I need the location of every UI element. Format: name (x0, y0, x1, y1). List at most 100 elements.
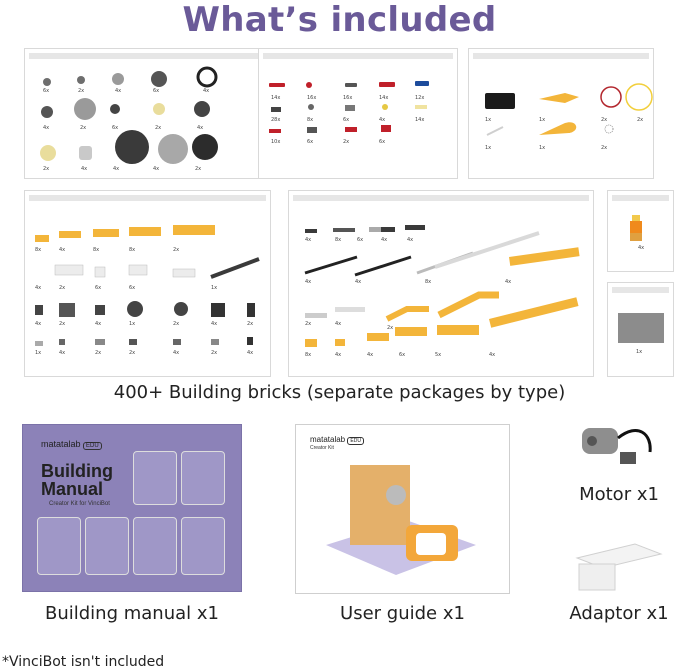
pins-panel: 14x 16x 16x 14x 12x 28x 8x 6x 4x 14x 10x… (258, 48, 458, 179)
count-label: 4x (173, 350, 179, 356)
panel-header-bar (293, 195, 589, 201)
tire-ring (196, 66, 218, 88)
count-label: 6x (153, 88, 159, 94)
beam-parts (304, 225, 580, 347)
count-label: 8x (305, 352, 311, 358)
manual-thumbnail (37, 517, 81, 575)
plates-panel: 8x 4x 8x 8x 2x 4x 2x 6x 6x 1x 4x 2x 4x 1… (24, 190, 271, 377)
bricks-caption: 400+ Building bricks (separate packages … (113, 382, 566, 403)
count-label: 2x (343, 139, 349, 145)
count-label: 2x (80, 125, 86, 131)
panel-header-bar (29, 195, 266, 201)
count-label: 6x (43, 88, 49, 94)
count-label: 4x (355, 279, 361, 285)
count-labels: 1x 1x 2x 2x 1x 1x 2x (485, 117, 643, 151)
count-label: 2x (59, 321, 65, 327)
panel-header-bar (612, 195, 669, 201)
count-labels: 4x 8x 6x 4x 4x 4x 4x 8x 4x 2x 4x 2x 8x 4… (305, 237, 511, 358)
minifigure (630, 215, 642, 241)
count-label: 4x (203, 88, 209, 94)
wheel-dark (192, 134, 218, 160)
count-label: 8x (335, 237, 341, 243)
count-label: 5x (435, 352, 441, 358)
guide-brand: matatalab EDU (310, 435, 364, 445)
manual-thumbnail (133, 517, 177, 575)
wheel-dark (115, 130, 149, 164)
count-label: 8x (35, 247, 41, 253)
count-label: 4x (379, 117, 385, 123)
guide-subtitle: Creator Kit (310, 445, 334, 451)
tools-illustration: 1x 1x 2x 2x 1x 1x 2x (485, 83, 653, 151)
count-label: 6x (379, 139, 385, 145)
count-label: 4x (43, 125, 49, 131)
count-label: 2x (95, 350, 101, 356)
manual-brand: matatalab EDU (41, 439, 102, 450)
count-label: 8x (93, 247, 99, 253)
count-label: 4x (638, 245, 644, 251)
count-label: 14x (271, 95, 280, 101)
building-manual: matatalab EDU Building Manual Creator Ki… (22, 424, 242, 592)
count-label: 1x (636, 349, 642, 355)
count-label: 4x (381, 237, 387, 243)
count-label: 6x (307, 139, 313, 145)
count-label: 4x (95, 321, 101, 327)
count-label: 4x (367, 352, 373, 358)
count-label: 4x (407, 237, 413, 243)
tool-parts (485, 83, 653, 136)
count-labels: 6x 2x 4x 6x 4x 4x 2x 6x 2x 4x 2x 4x 4x 4… (43, 88, 209, 172)
count-label: 2x (601, 117, 607, 123)
count-label: 2x (387, 325, 393, 331)
brand-badge: EDU (83, 442, 102, 450)
count-label: 2x (78, 88, 84, 94)
beams-panel: 4x 8x 6x 4x 4x 4x 4x 8x 4x 2x 4x 2x 8x 4… (288, 190, 594, 377)
count-label: 28x (271, 117, 280, 123)
count-label: 6x (399, 352, 405, 358)
count-label: 14x (415, 117, 424, 123)
count-label: 4x (113, 166, 119, 172)
hub (79, 146, 92, 160)
count-label: 6x (95, 285, 101, 291)
pins-illustration: 14x 16x 16x 14x 12x 28x 8x 6x 4x 14x 10x… (269, 81, 429, 145)
count-label: 6x (343, 117, 349, 123)
adaptor-image (575, 543, 663, 591)
count-label: 4x (335, 321, 341, 327)
count-label: 4x (247, 350, 253, 356)
beams-illustration: 4x 8x 6x 4x 4x 4x 4x 8x 4x 2x 4x 2x 8x 4… (304, 225, 580, 358)
count-label: 4x (305, 237, 311, 243)
count-label: 6x (112, 125, 118, 131)
count-label: 16x (307, 95, 316, 101)
manual-caption: Building manual x1 (45, 603, 219, 624)
user-guide: matatalab EDU Creator Kit (295, 424, 510, 594)
count-label: 12x (415, 95, 424, 101)
manual-subtitle: Creator Kit for VinciBot (49, 501, 110, 507)
panel-header-bar (29, 53, 262, 59)
count-label: 10x (271, 139, 280, 145)
count-label: 2x (155, 125, 161, 131)
count-label: 2x (129, 350, 135, 356)
manual-title-line2: Manual (41, 479, 104, 499)
count-label: 4x (35, 285, 41, 291)
count-label: 2x (173, 321, 179, 327)
brand-badge: EDU (347, 437, 364, 445)
gear-large (74, 98, 96, 120)
count-label: 1x (539, 145, 545, 151)
count-labels: 8x 4x 8x 8x 2x 4x 2x 6x 6x 1x 4x 2x 4x 1… (35, 247, 253, 356)
manual-thumbnail (133, 451, 177, 505)
figure-illustration: 4x (630, 215, 644, 251)
plate-parts (35, 225, 260, 346)
count-label: 4x (505, 279, 511, 285)
count-label: 2x (195, 166, 201, 172)
gear-medium (151, 71, 167, 87)
count-label: 4x (59, 247, 65, 253)
count-label: 1x (539, 117, 545, 123)
count-label: 4x (305, 279, 311, 285)
count-label: 4x (197, 125, 203, 131)
count-label: 4x (335, 352, 341, 358)
footnote: *VinciBot isn't included (2, 654, 165, 670)
gear-small (110, 104, 120, 114)
motor-image (582, 428, 652, 464)
baseplate (618, 313, 664, 343)
count-label: 2x (637, 117, 643, 123)
figure-panel: 4x (607, 190, 674, 272)
manual-thumbnail (181, 451, 225, 505)
